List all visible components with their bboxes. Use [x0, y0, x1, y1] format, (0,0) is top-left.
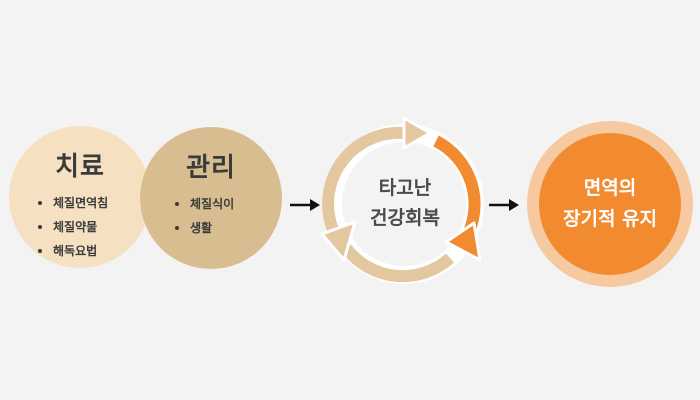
goal-label-line2: 장기적 유지	[562, 208, 657, 230]
management-item-label: 체질식이	[190, 197, 235, 211]
bullet-icon	[38, 201, 42, 205]
treatment-title: 치료	[55, 152, 105, 182]
bullet-icon	[38, 225, 42, 229]
treatment-list: 체질면역침 체질약물 해독요법	[35, 191, 125, 263]
management-title: 관리	[186, 153, 236, 183]
treatment-circle: 치료 체질면역침 체질약물 해독요법	[9, 126, 151, 268]
right-arrow-icon	[489, 199, 519, 211]
list-item: 해독요법	[35, 239, 125, 263]
list-item: 체질식이	[172, 192, 250, 216]
list-item: 생활	[172, 216, 250, 240]
goal-circle: 면역의 장기적 유지	[539, 133, 681, 275]
management-item-label: 생활	[190, 221, 213, 235]
management-circle: 관리 체질식이 생활	[140, 127, 282, 269]
list-item: 체질면역침	[35, 191, 125, 215]
bullet-icon	[175, 226, 179, 230]
cycle-arrows-icon	[320, 116, 484, 284]
treatment-item-label: 체질면역침	[53, 196, 109, 210]
treatment-item-label: 해독요법	[53, 244, 98, 258]
cycle-label: 타고난 건강회복	[330, 173, 480, 233]
right-arrow-icon	[290, 199, 320, 211]
bullet-icon	[175, 202, 179, 206]
cycle-label-line2: 건강회복	[370, 207, 440, 229]
treatment-item-label: 체질약물	[53, 220, 98, 234]
cycle-label-line1: 타고난	[378, 177, 432, 199]
bullet-icon	[38, 249, 42, 253]
list-item: 체질약물	[35, 215, 125, 239]
management-list: 체질식이 생활	[172, 192, 250, 240]
goal-label-line1: 면역의	[583, 177, 637, 199]
